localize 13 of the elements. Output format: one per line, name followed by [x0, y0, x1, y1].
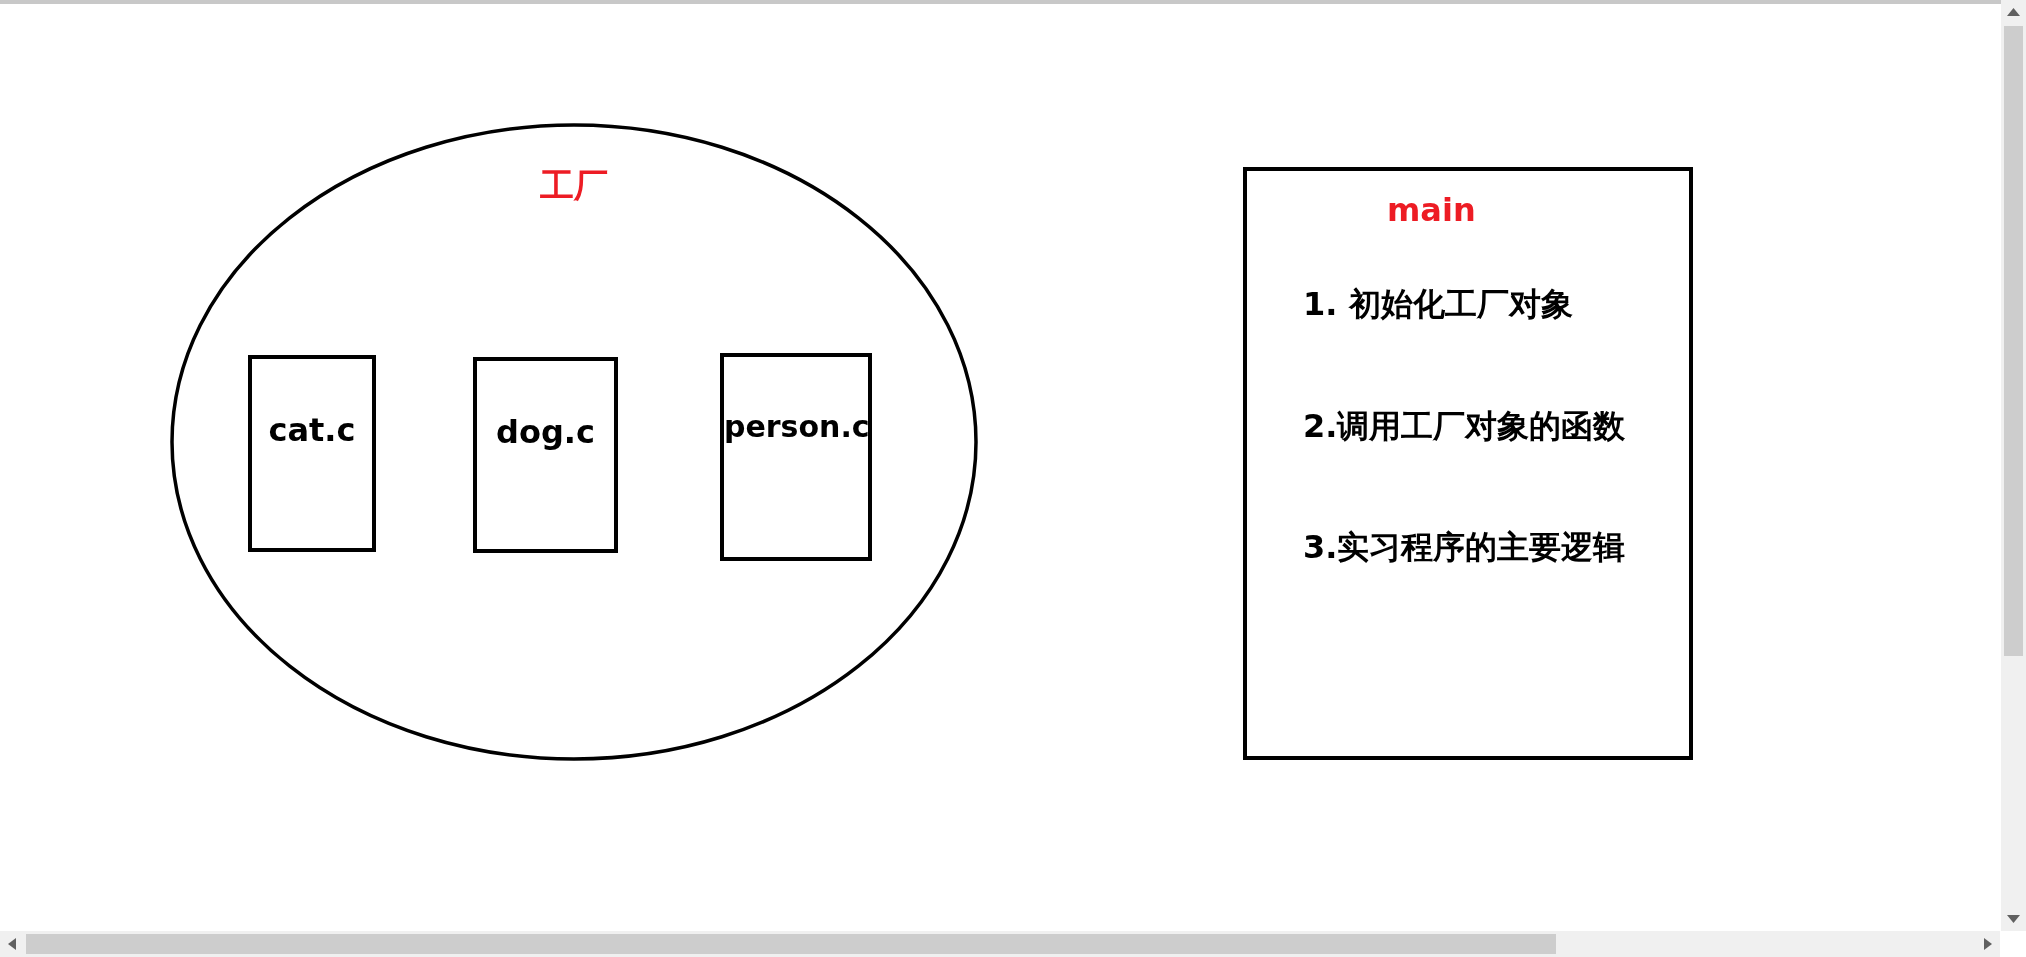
file-name: person.c — [724, 409, 868, 444]
file-name: cat.c — [267, 411, 357, 449]
file-box — [248, 355, 376, 552]
ellipse-shape — [170, 123, 978, 761]
main-box — [1243, 167, 1693, 760]
file-box — [473, 357, 618, 553]
list-item: 1. 初始化工厂对象 — [1303, 284, 1573, 325]
list-item: 2.调用工厂对象的函数 — [1303, 406, 1626, 447]
file-name: dog.c — [495, 413, 596, 451]
heading: main — [1387, 191, 1476, 229]
heading: 工厂 — [539, 164, 609, 207]
list-item: 3.实习程序的主要逻辑 — [1303, 527, 1626, 568]
file-box — [720, 353, 872, 561]
